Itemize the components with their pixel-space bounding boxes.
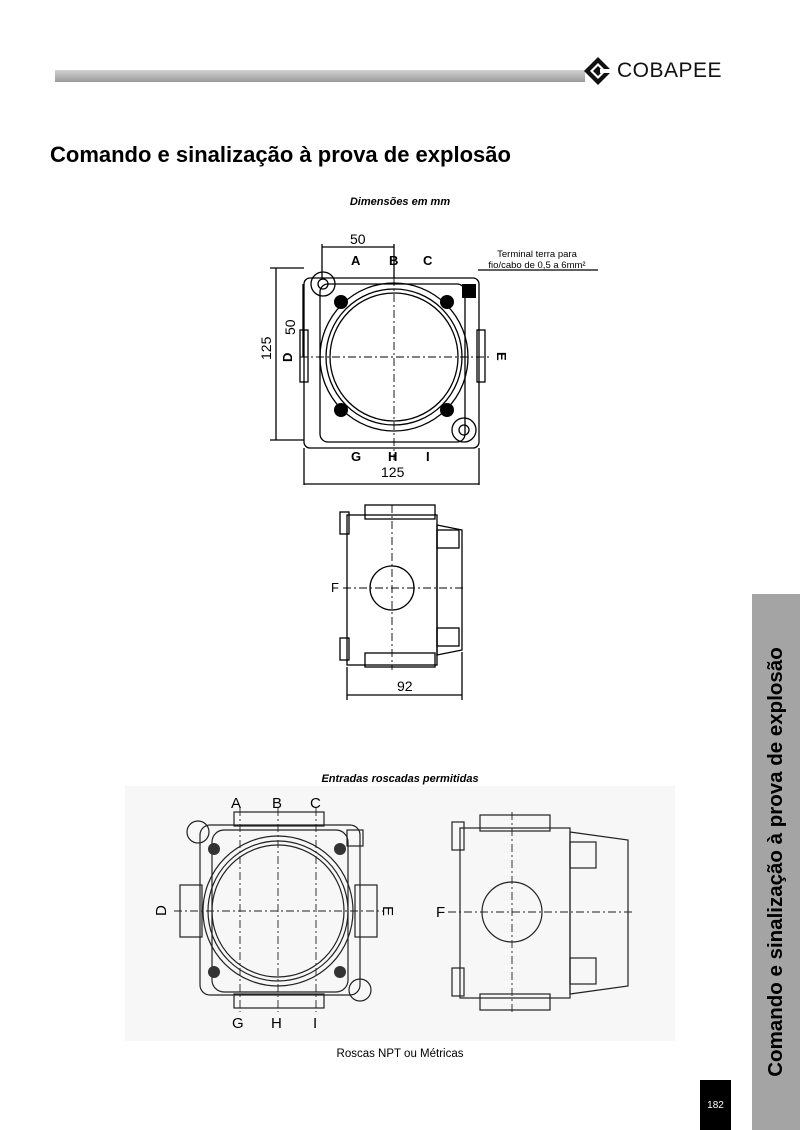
label-g: G bbox=[351, 449, 361, 464]
fig2-label-g: G bbox=[232, 1015, 244, 1032]
brand-logo: COBAPEE bbox=[583, 54, 722, 88]
label-d: D bbox=[280, 353, 295, 362]
figure1-caption: Dimensões em mm bbox=[349, 196, 451, 208]
dim-width-label: 125 bbox=[381, 464, 405, 480]
label-f: F bbox=[331, 580, 339, 595]
fig2-label-d: D bbox=[153, 905, 170, 916]
cobapee-logo-icon bbox=[584, 57, 613, 85]
fig2-label-i: I bbox=[313, 1015, 317, 1032]
label-a: A bbox=[351, 253, 361, 268]
label-c: C bbox=[423, 253, 433, 268]
label-i: I bbox=[426, 449, 430, 464]
page-title: Comando e sinalização à prova de explosã… bbox=[50, 142, 511, 167]
label-e: E bbox=[494, 352, 509, 361]
dimension-side-view: F 92 bbox=[331, 504, 465, 700]
brand-name: COBAPEE bbox=[617, 59, 723, 82]
page-number: 182 bbox=[700, 1080, 731, 1130]
fig2-label-a: A bbox=[231, 795, 241, 812]
fig2-label-f: F bbox=[436, 904, 445, 921]
label-b: B bbox=[389, 253, 398, 268]
dim-side-label: 50 bbox=[282, 319, 298, 335]
figure2-caption: Entradas roscadas permitidas bbox=[321, 773, 479, 785]
threaded-entries-diagram: A B C D E F G H I bbox=[125, 786, 675, 1041]
side-section-tab bbox=[752, 594, 800, 1130]
dim-top-label: 50 bbox=[350, 231, 366, 247]
dim-depth-label: 92 bbox=[397, 678, 413, 694]
dimension-front-view: 50 125 50 125 A B C D E G H I Terminal t… bbox=[258, 231, 598, 485]
fig2-label-c: C bbox=[310, 795, 321, 812]
side-section-title: Comando e sinalização à prova de explosã… bbox=[764, 647, 787, 1077]
header-bar bbox=[55, 70, 585, 82]
ground-terminal-note-2: fio/cabo de 0,5 a 6mm² bbox=[488, 260, 585, 271]
dim-height-label: 125 bbox=[258, 336, 274, 360]
ground-terminal-note: Terminal terra para bbox=[497, 249, 577, 260]
thread-note: Roscas NPT ou Métricas bbox=[336, 1048, 464, 1060]
fig2-label-b: B bbox=[272, 795, 282, 812]
fig2-label-h: H bbox=[271, 1015, 282, 1032]
fig2-label-e: E bbox=[379, 906, 396, 916]
label-h: H bbox=[388, 449, 397, 464]
